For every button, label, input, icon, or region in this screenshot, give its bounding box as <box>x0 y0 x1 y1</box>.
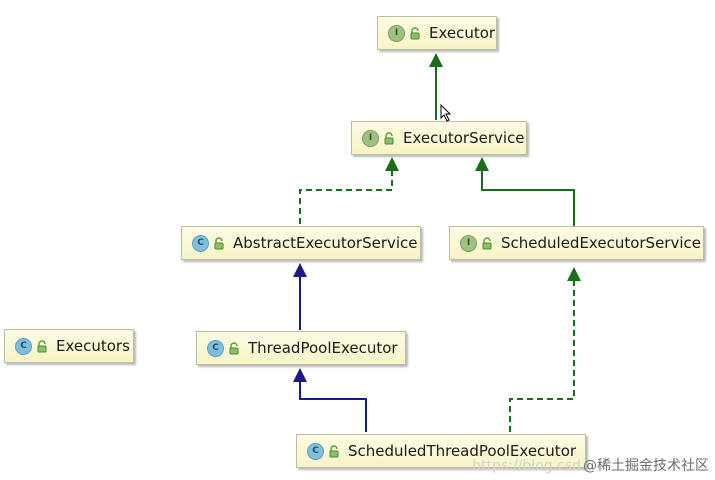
node-executor[interactable]: I Executor <box>377 16 497 50</box>
node-label: ScheduledThreadPoolExecutor <box>348 442 577 460</box>
edge-scheduledthreadpoolexecutor-extends-threadpoolexecutor <box>299 381 367 432</box>
arrowhead-scheduledexecutorservice <box>567 267 581 281</box>
arrowhead-abstractexecutorservice <box>293 263 307 277</box>
lock-icon <box>482 236 492 249</box>
lock-icon <box>384 131 394 144</box>
arrowhead-executorservice-left <box>385 157 399 171</box>
node-label: ThreadPoolExecutor <box>248 339 398 357</box>
node-label: Executors <box>56 337 130 355</box>
lock-icon <box>410 26 420 39</box>
class-icon: C <box>307 442 324 460</box>
class-icon: C <box>192 234 209 252</box>
node-label: ExecutorService <box>403 129 525 147</box>
node-abstractexecutorservice[interactable]: C AbstractExecutorService <box>181 226 421 260</box>
node-executors[interactable]: C Executors <box>4 329 134 363</box>
edge-scheduledthreadpoolexecutor-implements-scheduledexecutorservice <box>509 280 575 432</box>
node-label: ScheduledExecutorService <box>501 234 701 252</box>
watermark-text: @稀土掘金技术社区 <box>583 458 709 474</box>
lock-icon <box>329 444 339 457</box>
node-threadpoolexecutor[interactable]: C ThreadPoolExecutor <box>196 331 406 365</box>
interface-icon: I <box>362 129 379 147</box>
node-scheduledexecutorservice[interactable]: I ScheduledExecutorService <box>449 226 704 260</box>
class-icon: C <box>207 339 224 357</box>
arrowhead-executor <box>429 53 443 67</box>
node-executorservice[interactable]: I ExecutorService <box>351 121 527 155</box>
interface-icon: I <box>388 24 405 42</box>
mouse-cursor-icon <box>440 104 452 122</box>
node-scheduledthreadpoolexecutor[interactable]: C ScheduledThreadPoolExecutor <box>296 434 586 468</box>
watermark-url: https://blog.csd <box>472 458 581 474</box>
node-label: Executor <box>429 24 496 42</box>
class-icon: C <box>15 337 32 355</box>
interface-icon: I <box>460 234 477 252</box>
edge-scheduledexecutorservice-extends-executorservice <box>481 170 575 226</box>
lock-icon <box>214 236 224 249</box>
arrowhead-threadpoolexecutor <box>293 368 307 382</box>
watermark: https://blog.csd@稀土掘金技术社区 <box>472 455 709 475</box>
arrowhead-executorservice-right <box>475 157 489 171</box>
lock-icon <box>229 341 239 354</box>
edge-abstractexecutorservice-implements-executorservice <box>299 170 393 224</box>
node-label: AbstractExecutorService <box>233 234 418 252</box>
lock-icon <box>37 339 47 352</box>
